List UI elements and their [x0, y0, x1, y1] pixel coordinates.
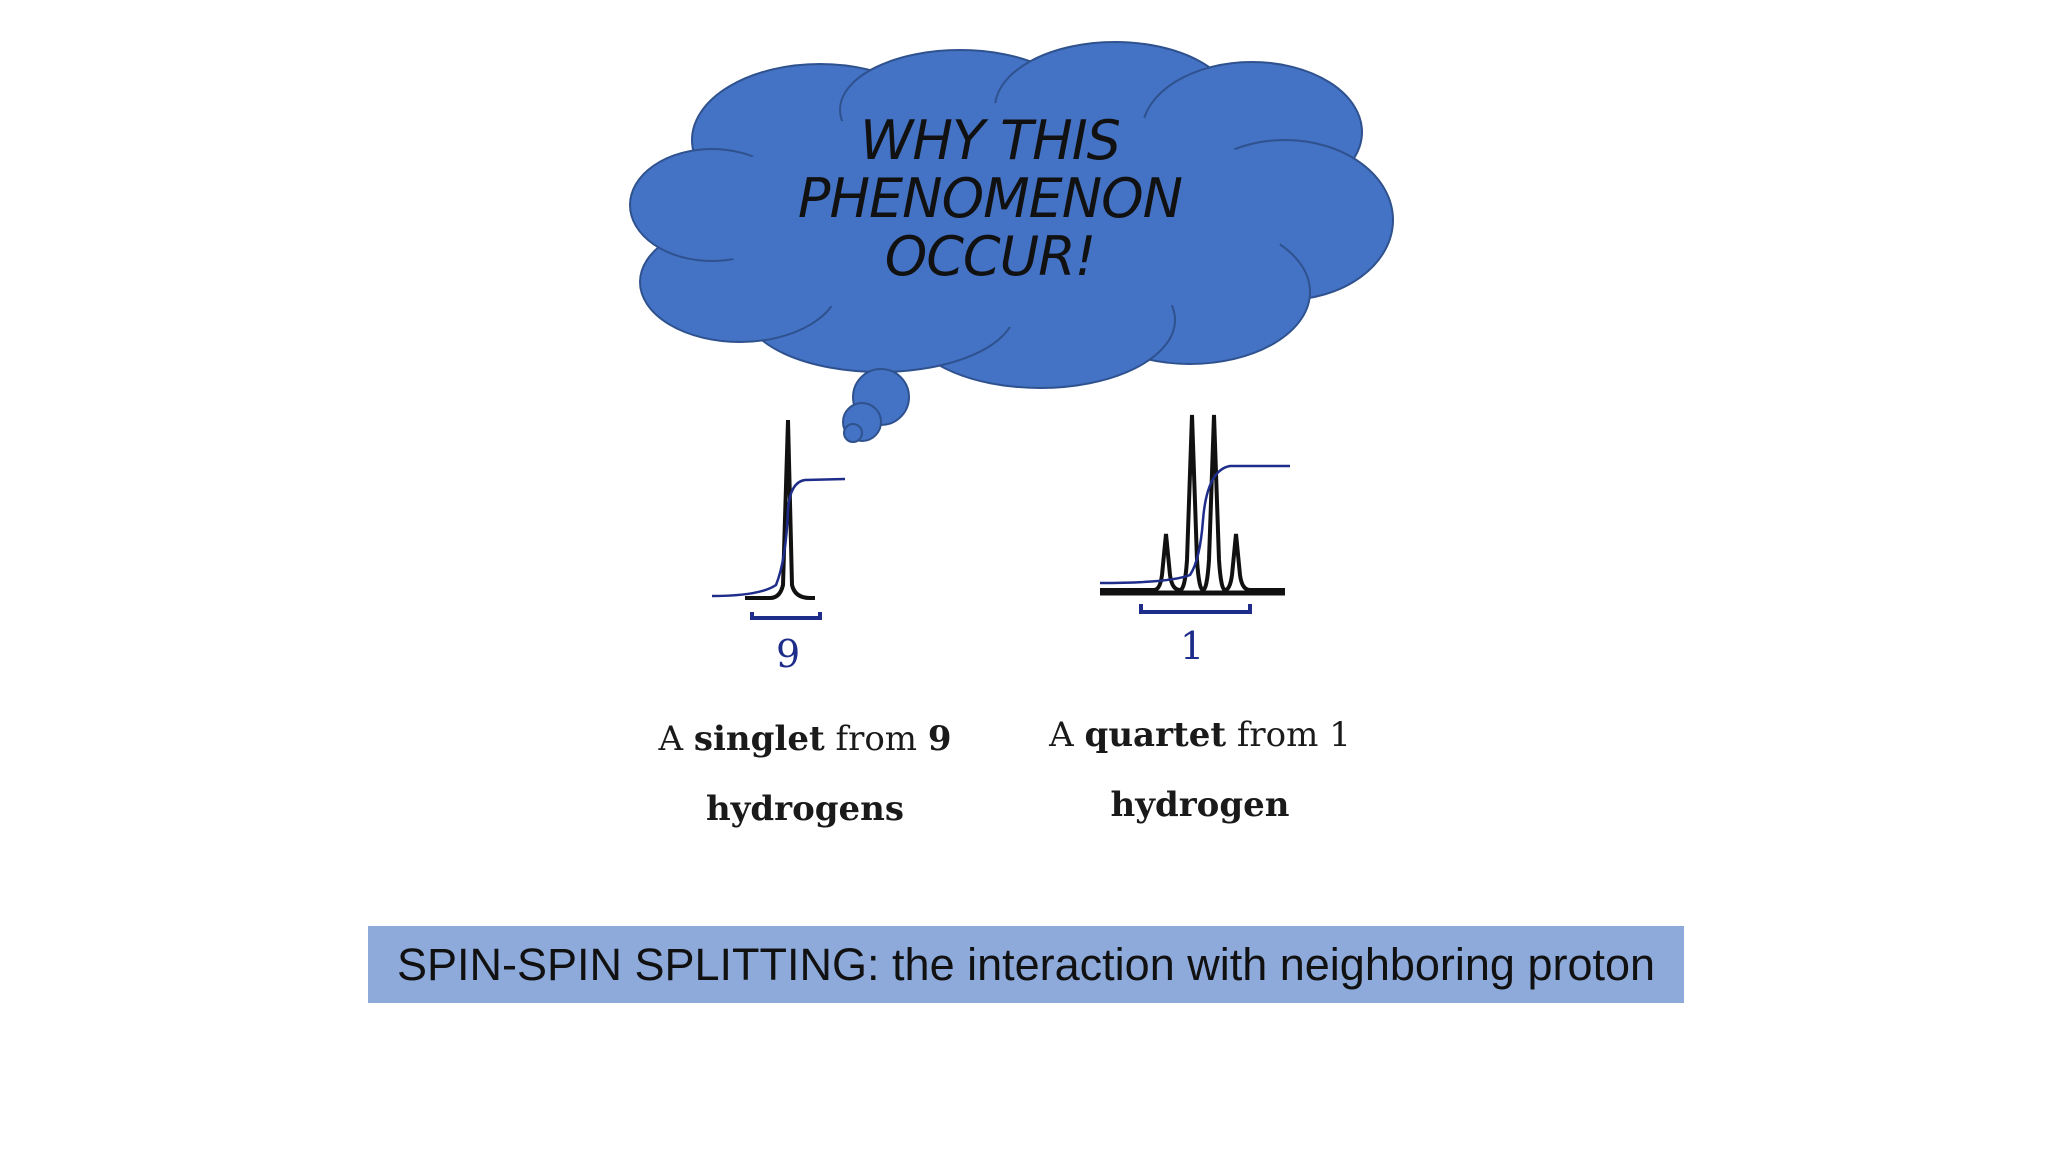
quartet-caption-line-1: A quartet from 1	[1049, 715, 1351, 755]
quartet-integration-label: 1	[1180, 624, 1205, 668]
quartet-caption-line-2: hydrogen	[1110, 785, 1290, 825]
cloud-bubble	[843, 423, 863, 443]
singlet-caption: A singlet from 9 hydrogens	[650, 704, 960, 844]
quartet-peaks	[1100, 414, 1285, 593]
quartet-caption: A quartet from 1 hydrogen	[1040, 700, 1360, 840]
singlet-peak	[745, 419, 815, 600]
singlet-caption-line-1: A singlet from 9	[658, 719, 952, 759]
cloud-line-3: OCCUR!	[884, 225, 1097, 288]
singlet-caption-line-2: hydrogens	[705, 789, 905, 829]
cloud-question: WHY THIS PHENOMENON OCCUR!	[720, 112, 1260, 286]
quartet-bracket	[1139, 604, 1252, 614]
singlet-bracket	[750, 612, 822, 620]
banner-text: SPIN-SPIN SPLITTING: the interaction wit…	[396, 938, 1656, 990]
cloud-line-1: WHY THIS	[860, 109, 1121, 172]
quartet-integral-curve	[1099, 464, 1290, 585]
spin-spin-banner: SPIN-SPIN SPLITTING: the interaction wit…	[368, 926, 1684, 1003]
quartet-spectrum	[1099, 414, 1290, 614]
singlet-spectrum	[711, 419, 846, 620]
singlet-integral-curve	[711, 477, 846, 598]
cloud-core	[710, 103, 1290, 327]
cloud-line-2: PHENOMENON	[797, 167, 1183, 230]
singlet-integration-label: 9	[776, 632, 801, 676]
cloud-shape	[629, 41, 1394, 443]
